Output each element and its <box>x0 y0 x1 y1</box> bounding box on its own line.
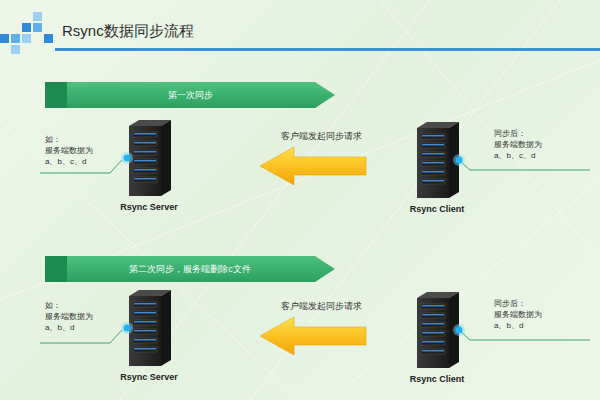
band-text: 第一次同步 <box>45 82 335 108</box>
drive-bay <box>421 143 445 148</box>
server-node: Rsync Client <box>388 120 486 214</box>
status-glow <box>453 324 465 336</box>
arrow-band: 第一次同步 <box>45 82 335 108</box>
drive-bay <box>133 329 157 334</box>
status-dot <box>456 157 463 164</box>
drive-bay <box>421 170 445 175</box>
drive-bay <box>421 340 445 345</box>
leader-lines <box>40 160 590 343</box>
drive-bay <box>421 331 445 336</box>
status-dot <box>124 325 131 332</box>
server-name: Rsync Server <box>100 372 198 382</box>
drive-light <box>134 178 156 180</box>
drive-light <box>422 144 444 146</box>
request-arrow <box>260 147 366 185</box>
band-body <box>45 256 335 282</box>
server-side <box>161 290 171 366</box>
drive-bay <box>421 313 445 318</box>
server-name: Rsync Server <box>100 202 198 212</box>
drive-bay <box>133 177 157 182</box>
callout-text: 同步后： 服务端数据为 a、b、c、d <box>494 128 549 161</box>
drive-light <box>134 160 156 162</box>
drive-light <box>134 312 156 314</box>
drive-bay <box>133 141 157 146</box>
drive-light <box>422 341 444 343</box>
status-glow <box>453 154 465 166</box>
drive-light <box>422 305 444 307</box>
server-name: Rsync Client <box>388 204 486 214</box>
drive-light <box>134 151 156 153</box>
edge-label: 客户端发起同步请求 <box>279 130 364 143</box>
title: Rsync数据同步流程 <box>62 22 194 41</box>
drive-light <box>422 171 444 173</box>
drive-light <box>134 133 156 135</box>
drive-light <box>422 135 444 137</box>
drive-bay <box>421 179 445 184</box>
drive-light <box>134 303 156 305</box>
drive-bay <box>421 304 445 309</box>
server-front <box>417 298 449 368</box>
server-icon <box>121 288 177 368</box>
drive-bay <box>133 150 157 155</box>
drive-bay <box>421 161 445 166</box>
edge-label: 客户端发起同步请求 <box>279 300 364 313</box>
drive-light <box>134 339 156 341</box>
server-name: Rsync Client <box>388 374 486 384</box>
status-glow <box>121 152 133 164</box>
drive-bay <box>133 347 157 352</box>
drive-light <box>422 323 444 325</box>
drive-light <box>422 332 444 334</box>
request-arrow <box>260 317 366 355</box>
drive-bay <box>421 322 445 327</box>
callout-text: 同步后： 服务端数据为 a、b、d <box>494 298 549 331</box>
drive-light <box>422 180 444 182</box>
drive-bay <box>421 134 445 139</box>
drive-light <box>422 162 444 164</box>
status-glow <box>121 322 133 334</box>
drive-bay <box>133 132 157 137</box>
band-body <box>45 82 335 108</box>
status-dot <box>456 327 463 334</box>
drive-light <box>134 169 156 171</box>
band-tab <box>45 256 67 282</box>
server-icon <box>121 118 177 198</box>
band-tab <box>45 82 67 108</box>
callout-text: 如： 服务端数据为 a、b、c、d <box>45 134 100 167</box>
server-front <box>417 128 449 198</box>
drive-light <box>422 350 444 352</box>
drive-light <box>134 330 156 332</box>
server-node: Rsync Server <box>100 288 198 382</box>
server-node: Rsync Server <box>100 118 198 212</box>
drive-light <box>422 314 444 316</box>
arrow-band: 第二次同步，服务端删除c文件 <box>45 256 335 282</box>
drive-bay <box>133 159 157 164</box>
server-front <box>129 126 161 196</box>
drive-bay <box>421 349 445 354</box>
status-dot <box>124 155 131 162</box>
logo-squares <box>0 12 53 54</box>
drive-light <box>422 153 444 155</box>
server-side <box>161 120 171 196</box>
server-icon <box>409 290 465 370</box>
drive-bay <box>133 338 157 343</box>
drive-bay <box>133 302 157 307</box>
drive-bay <box>421 152 445 157</box>
band-text: 第二次同步，服务端删除c文件 <box>45 256 335 282</box>
server-node: Rsync Client <box>388 290 486 384</box>
server-icon <box>409 120 465 200</box>
drive-light <box>134 142 156 144</box>
server-front <box>129 296 161 366</box>
drive-bay <box>133 311 157 316</box>
callout-text: 如： 服务端数据为 a、b、d <box>45 300 100 333</box>
drive-bay <box>133 320 157 325</box>
title-rule <box>55 48 600 51</box>
drive-light <box>134 348 156 350</box>
drive-light <box>134 321 156 323</box>
drive-bay <box>133 168 157 173</box>
